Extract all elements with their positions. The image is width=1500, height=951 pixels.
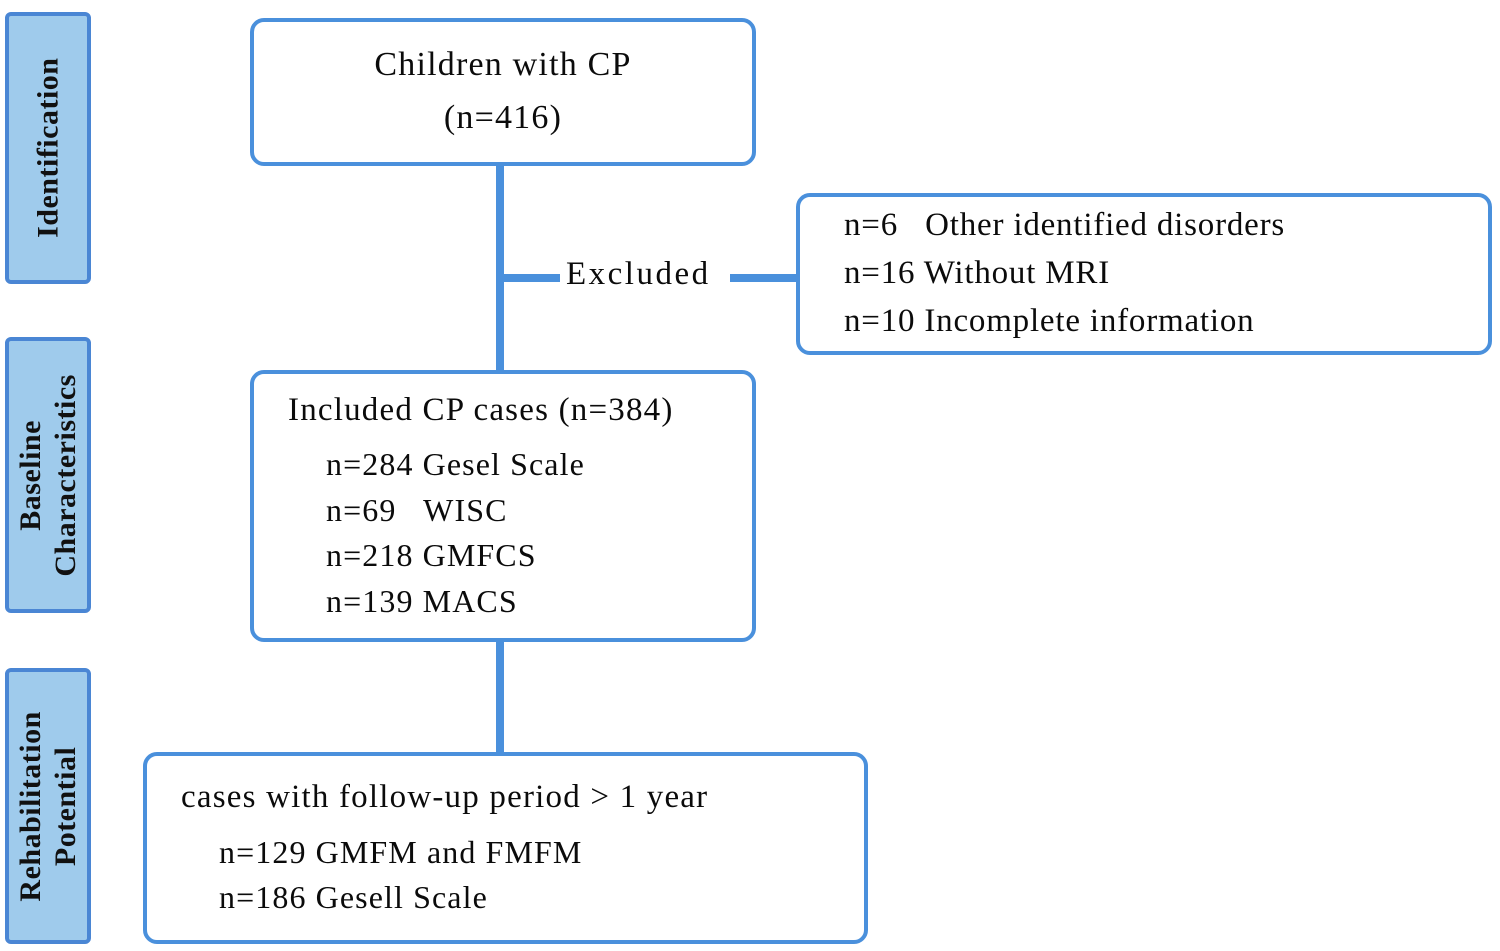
stage-rehabilitation-potential-label: Rehabilitation Potential	[13, 711, 84, 901]
list-item: n=186 Gesell Scale	[219, 879, 488, 916]
node-included-cases-content: Included CP cases (n=384) n=284 Gesel Sc…	[254, 374, 752, 638]
node-excluded-reasons: n=6 Other identified disorders n=16 With…	[796, 193, 1492, 355]
list-item: n=284 Gesel Scale	[326, 446, 585, 483]
list-item: n=16 Without MRI	[844, 255, 1110, 292]
included-measures-list: n=284 Gesel Scale n=69 WISC n=218 GMFCS …	[254, 432, 752, 624]
stage-rehabilitation-line-1: Rehabilitation	[13, 710, 47, 902]
list-item: n=129 GMFM and FMFM	[219, 833, 583, 870]
excluded-reasons-list: n=6 Other identified disorders n=16 With…	[800, 202, 1488, 346]
list-item: n=69 WISC	[326, 491, 508, 528]
stage-baseline-characteristics-label: Baseline Characteristics	[13, 374, 84, 576]
node-excluded-reasons-content: n=6 Other identified disorders n=16 With…	[800, 197, 1488, 351]
node-source-population-line-2: (n=416)	[443, 99, 563, 136]
followup-measures-list: n=129 GMFM and FMFM n=186 Gesell Scale	[147, 820, 864, 921]
node-followup-cases-content: cases with follow-up period > 1 year n=1…	[147, 756, 864, 940]
node-source-population-content: Children with CP (n=416)	[254, 22, 752, 162]
node-followup-cases-heading: cases with follow-up period > 1 year	[181, 779, 709, 816]
stage-identification-label: Identification	[30, 58, 65, 238]
node-source-population-line-1: Children with CP	[374, 46, 632, 84]
node-source-population-text: Children with CP (n=416)	[254, 39, 752, 144]
list-item: n=139 MACS	[326, 582, 518, 619]
node-source-population: Children with CP (n=416)	[250, 18, 756, 166]
stage-rehabilitation-potential: Rehabilitation Potential	[5, 668, 91, 944]
list-item: n=6 Other identified disorders	[844, 207, 1286, 244]
stage-baseline-line-2: Characteristics	[49, 373, 82, 577]
node-included-cases-heading: Included CP cases (n=384)	[288, 391, 674, 428]
list-item: n=10 Incomplete information	[844, 302, 1255, 339]
stage-rehabilitation-line-2: Potential	[49, 746, 83, 866]
node-followup-cases: cases with follow-up period > 1 year n=1…	[143, 752, 868, 944]
excluded-connector-label: Excluded	[560, 256, 717, 293]
connector-excluded-right	[730, 274, 796, 282]
connector-excluded-left	[504, 274, 564, 282]
list-item: n=218 GMFCS	[326, 537, 537, 574]
stage-identification-line-1: Identification	[31, 57, 65, 239]
connector-included-to-followup	[496, 642, 504, 754]
stage-baseline-line-1: Baseline	[13, 419, 47, 531]
node-included-cases: Included CP cases (n=384) n=284 Gesel Sc…	[250, 370, 756, 642]
stage-baseline-characteristics: Baseline Characteristics	[5, 337, 91, 613]
connector-source-to-included	[496, 166, 504, 372]
stage-identification: Identification	[5, 12, 91, 284]
